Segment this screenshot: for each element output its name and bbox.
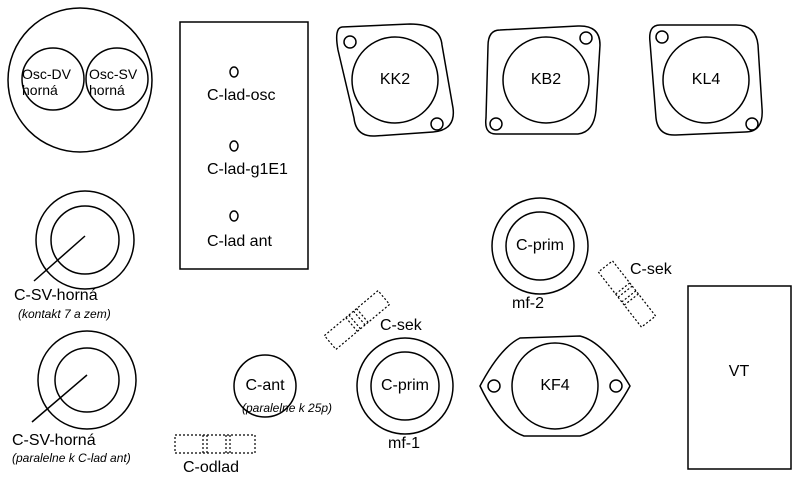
- kk2-label: KK2: [379, 71, 411, 88]
- c-sv-horna-1-label: C-SV-horná: [14, 287, 98, 304]
- kf4-socket: [479, 335, 631, 437]
- vt-block: [687, 285, 792, 470]
- mf-2-transformer: [491, 197, 589, 295]
- osc-sv-label-line1: Osc-SV: [89, 66, 138, 82]
- oscillator-can: [7, 7, 153, 153]
- mf-1-label: mf-1: [388, 435, 420, 452]
- osc-sv-coil: [85, 47, 149, 111]
- osc-dv-coil: [21, 47, 85, 111]
- mf-2-label: mf-2: [512, 295, 544, 312]
- c-sv-horna-1-note: (kontakt 7 a zem): [18, 307, 111, 321]
- osc-dv-label-line1: Osc-DV: [22, 66, 71, 82]
- c-lad-g1e1-terminal: [229, 140, 239, 152]
- c-sv-horna-trimmer-1: [33, 190, 135, 290]
- c-sv-horna-2-note: (paralelne k C-lad ant): [12, 451, 131, 465]
- c-lad-ant-terminal: [229, 210, 239, 222]
- c-lad-osc-terminal: [229, 66, 239, 78]
- c-lad-ant-label: C-lad ant: [207, 233, 272, 250]
- kl4-label: KL4: [691, 71, 721, 88]
- vt-label: VT: [728, 363, 750, 380]
- kb2-label: KB2: [530, 71, 562, 88]
- osc-dv-label: Osc-DV horná: [22, 67, 71, 97]
- c-sek-right-label: C-sek: [630, 261, 672, 278]
- tuning-capacitor-block: [179, 21, 309, 270]
- c-sek-left-label: C-sek: [380, 317, 422, 334]
- kb2-socket: [484, 25, 601, 135]
- c-sv-horna-2-label: C-SV-horná: [12, 432, 96, 449]
- c-odlad-label: C-odlad: [183, 459, 240, 476]
- osc-dv-label-line2: horná: [22, 82, 58, 98]
- c-ant-note: (paralelne k 25p): [242, 401, 333, 415]
- c-odlad-capacitor: [174, 434, 256, 454]
- c-ant-capacitor: [233, 354, 297, 418]
- c-sv-horna-trimmer-2: [31, 330, 137, 430]
- c-prim-2-label: C-prim: [516, 237, 564, 254]
- c-prim-1-label: C-prim: [381, 377, 429, 394]
- c-sek-capacitor-right: [597, 260, 657, 328]
- osc-sv-label: Osc-SV horná: [89, 67, 137, 97]
- kl4-socket: [648, 24, 763, 136]
- kf4-label: KF4: [540, 377, 570, 394]
- c-lad-osc-label: C-lad-osc: [207, 87, 276, 104]
- c-ant-label: C-ant: [245, 377, 285, 394]
- osc-sv-label-line2: horná: [89, 82, 125, 98]
- c-sek-capacitor-left: [323, 289, 391, 351]
- mf-1-transformer: [356, 337, 454, 435]
- c-lad-g1e1-label: C-lad-g1E1: [207, 161, 288, 178]
- kk2-socket: [335, 23, 455, 137]
